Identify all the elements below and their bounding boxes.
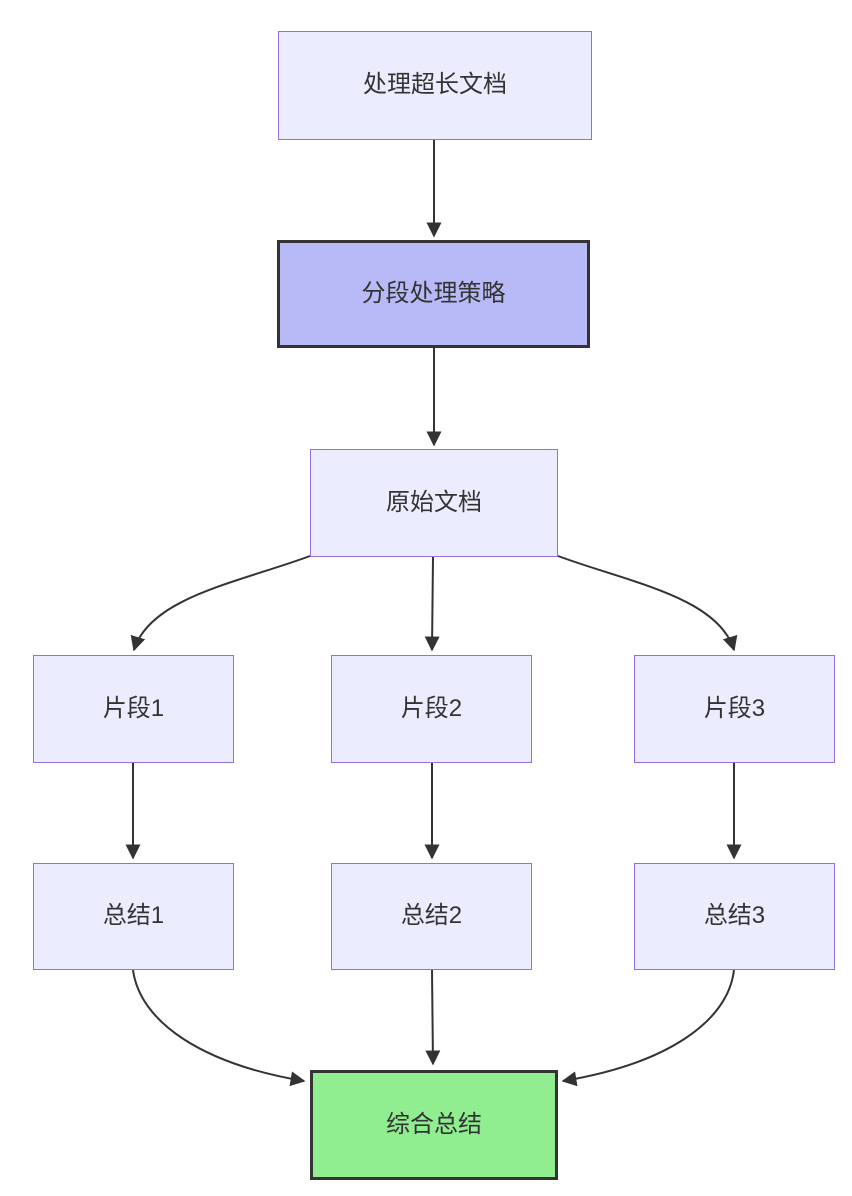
- node-segment-strategy: 分段处理策略: [277, 240, 590, 348]
- edge-original-fragment2: [424, 556, 440, 652]
- node-label-original: 原始文档: [386, 488, 482, 516]
- edge-summary1-final: [132, 969, 306, 1087]
- node-process-long-doc: 处理超长文档: [278, 31, 592, 140]
- node-label-strategy: 分段处理策略: [361, 279, 506, 307]
- node-label-summary-1: 总结1: [102, 902, 165, 930]
- node-fragment-3: 片段3: [634, 655, 835, 763]
- node-label-fragment-1: 片段1: [102, 694, 165, 722]
- node-label-process: 处理超长文档: [363, 71, 507, 99]
- node-original-doc: 原始文档: [310, 449, 558, 557]
- edge-summary2-final: [425, 969, 441, 1066]
- edge-summary3-final: [561, 969, 735, 1087]
- node-summary-3: 总结3: [634, 863, 835, 970]
- node-label-summary-2: 总结2: [400, 902, 463, 930]
- node-fragment-1: 片段1: [33, 655, 234, 763]
- node-fragment-2: 片段2: [331, 655, 532, 763]
- edge-original-fragment1: [130, 555, 311, 652]
- node-label-final: 综合总结: [386, 1110, 482, 1138]
- node-label-fragment-2: 片段2: [400, 694, 463, 722]
- node-summary-1: 总结1: [33, 863, 234, 970]
- edge-original-fragment3: [557, 555, 738, 652]
- node-summary-2: 总结2: [331, 863, 532, 970]
- node-label-fragment-3: 片段3: [703, 694, 766, 722]
- node-label-summary-3: 总结3: [703, 902, 766, 930]
- node-final-summary: 综合总结: [310, 1070, 558, 1180]
